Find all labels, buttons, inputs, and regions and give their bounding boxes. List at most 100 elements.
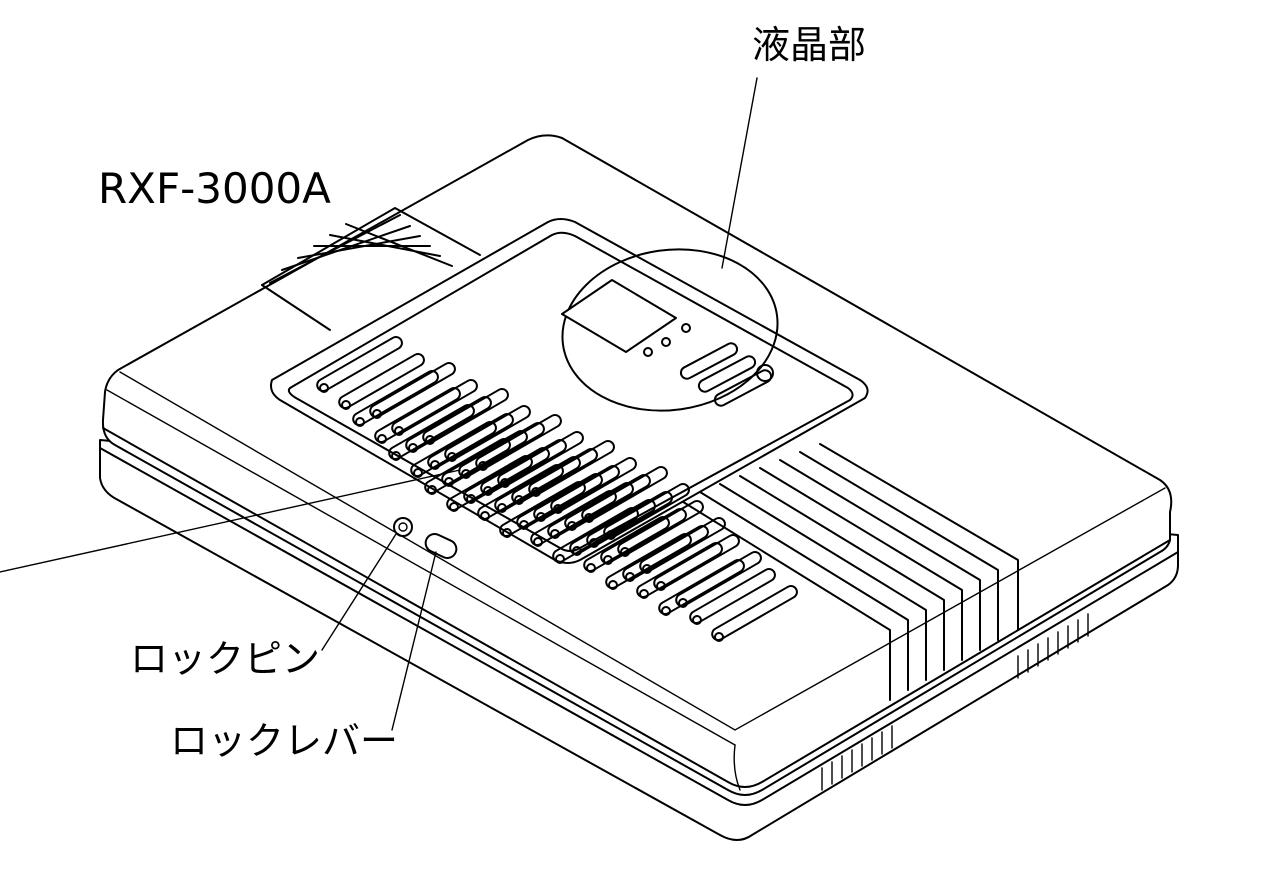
panel-button-indicator — [589, 538, 599, 548]
panel-button-indicator — [502, 528, 512, 538]
panel-button-indicator — [341, 400, 351, 410]
panel-button-slot[interactable] — [652, 533, 741, 591]
panel-button-slot[interactable] — [390, 378, 479, 436]
panel-button-slot[interactable] — [582, 515, 671, 573]
panel-button-indicator — [425, 435, 435, 445]
panel-button-slot[interactable] — [457, 421, 546, 479]
panel-button-indicator — [531, 487, 541, 497]
panel-button-slot[interactable] — [563, 473, 652, 531]
panel-button-indicator — [692, 615, 702, 625]
panel-button-indicator — [514, 495, 524, 505]
panel-button-slot[interactable] — [585, 490, 674, 548]
model-label: RXF-3000A — [98, 164, 331, 213]
panel-button-slot[interactable] — [674, 550, 763, 608]
rear-vent-stripes — [261, 207, 481, 331]
panel-button-indicator — [714, 632, 724, 642]
panel-button-indicator — [567, 521, 577, 531]
panel-button-slot[interactable] — [476, 463, 565, 521]
panel-button-indicator — [519, 520, 529, 530]
panel-button-indicator — [678, 598, 688, 608]
panel-button-indicator — [497, 503, 507, 513]
panel-button-indicator — [536, 512, 546, 522]
panel-button-indicator — [620, 547, 630, 557]
panel-button-indicator — [642, 564, 652, 574]
panel-button-slot[interactable] — [373, 386, 462, 444]
lock-pin-label: ロックピン — [130, 637, 321, 681]
panel-button-slot[interactable] — [404, 395, 493, 453]
panel-button-indicator — [480, 511, 490, 521]
panel-button-slot[interactable] — [602, 482, 691, 540]
panel-button-slot[interactable] — [387, 403, 476, 461]
panel-button-slot[interactable] — [635, 541, 724, 599]
panel-button-slot[interactable] — [515, 472, 604, 530]
panel-button-slot[interactable] — [510, 447, 599, 505]
lcd-area — [561, 248, 779, 412]
panel-button-slot[interactable] — [351, 369, 440, 427]
panel-button-slot[interactable] — [580, 465, 669, 523]
panel-button-slot[interactable] — [688, 567, 777, 625]
button-grid — [315, 335, 799, 642]
panel-button-indicator — [639, 589, 649, 599]
panel-button-indicator — [394, 426, 404, 436]
panel-button-slot[interactable] — [710, 584, 799, 642]
panel-button-indicator — [500, 478, 510, 488]
panel-button-indicator — [478, 461, 488, 471]
panel-button-indicator — [625, 572, 635, 582]
panel-button-indicator — [377, 434, 387, 444]
panel-button-indicator — [661, 606, 671, 616]
front-stripes — [679, 443, 1019, 701]
panel-button-indicator — [586, 563, 596, 573]
panel-button-indicator — [656, 581, 666, 591]
panel-button-slot[interactable] — [421, 387, 510, 445]
panel-button-indicator — [533, 537, 543, 547]
panel-button-indicator — [606, 530, 616, 540]
panel-button-indicator — [572, 546, 582, 556]
panel-button-slot[interactable] — [496, 430, 585, 488]
panel-button-slot[interactable] — [568, 498, 657, 556]
panel-button-indicator — [608, 580, 618, 590]
panel-button-slot[interactable] — [462, 446, 551, 504]
panel-button-slot[interactable] — [315, 335, 404, 393]
panel-button-slot[interactable] — [498, 480, 587, 538]
lcd-label: 液晶部 — [752, 23, 867, 67]
panel-button-slot[interactable] — [604, 532, 693, 590]
panel-button-slot[interactable] — [368, 361, 457, 419]
panel-button-slot[interactable] — [549, 456, 638, 514]
panel-button-slot[interactable] — [443, 404, 532, 462]
panel-button-slot[interactable] — [479, 438, 568, 496]
panel-button-indicator — [584, 513, 594, 523]
panel-button-indicator — [483, 486, 493, 496]
panel-button-slot[interactable] — [440, 429, 529, 487]
panel-button-slot[interactable] — [546, 481, 635, 539]
panel-button-slot[interactable] — [409, 420, 498, 478]
panel-button-indicator — [461, 469, 471, 479]
leader-lines — [0, 77, 758, 731]
panel-button-slot[interactable] — [445, 454, 534, 512]
panel-button-indicator — [553, 504, 563, 514]
panel-button-slot[interactable] — [426, 412, 515, 470]
panel-button-indicator — [391, 451, 401, 461]
panel-button-slot[interactable] — [337, 352, 426, 410]
panel-button-indicator — [372, 409, 382, 419]
panel-button-indicator — [550, 529, 560, 539]
panel-button-slot[interactable] — [551, 506, 640, 564]
panel-button-slot[interactable] — [493, 455, 582, 513]
panel-button-slot[interactable] — [616, 499, 705, 557]
panel-button-slot[interactable] — [599, 507, 688, 565]
panel-button-indicator — [603, 555, 613, 565]
panel-button-slot[interactable] — [423, 437, 512, 495]
panel-button-indicator — [466, 494, 476, 504]
panel-button-slot[interactable] — [657, 558, 746, 616]
panel-button-slot[interactable] — [527, 439, 616, 497]
panel-button-indicator — [430, 460, 440, 470]
panel-button-slot[interactable] — [638, 516, 727, 574]
panel-button-indicator — [413, 468, 423, 478]
panel-button-indicator — [427, 485, 437, 495]
panel-button-slot[interactable] — [621, 524, 710, 582]
side-vents — [821, 613, 1089, 791]
panel-button-slot[interactable] — [474, 413, 563, 471]
panel-button-slot[interactable] — [529, 489, 618, 547]
panel-button-slot[interactable] — [532, 464, 621, 522]
lock-lever-label: ロックレバー — [170, 719, 399, 763]
